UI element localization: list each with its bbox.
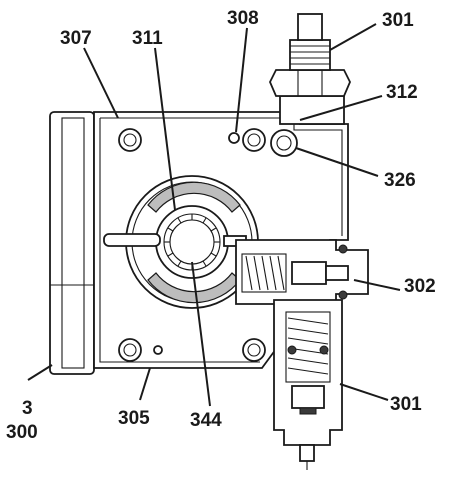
- fitting-326: [270, 129, 298, 157]
- callout-308: 308: [227, 8, 259, 29]
- bolt-hole-top-right: [242, 128, 266, 152]
- callout-300: 300: [6, 422, 38, 443]
- small-hole-308: [228, 132, 240, 144]
- callout-3: 3: [22, 398, 33, 419]
- callout-312: 312: [386, 82, 418, 103]
- callout-311: 311: [132, 28, 163, 49]
- bolt-hole-top-left: [118, 128, 142, 152]
- valve-301-bottom: [273, 299, 343, 470]
- callout-344: 344: [190, 410, 222, 431]
- relief-valve-302: [235, 239, 369, 305]
- bolt-hole-bottom-right: [242, 338, 266, 362]
- callout-307: 307: [60, 28, 92, 49]
- mounting-flange: [49, 111, 95, 375]
- callout-302: 302: [404, 276, 436, 297]
- callout-326: 326: [384, 170, 416, 191]
- valve-301-top: [269, 13, 351, 125]
- bolt-hole-bottom-left: [118, 338, 163, 362]
- shaft-bar: [103, 233, 247, 247]
- leader-lines: [27, 23, 401, 407]
- callout-301-top: 301: [382, 10, 414, 31]
- callout-301-bottom: 301: [390, 394, 422, 415]
- callout-labels: 307 311 308 301 312 326 302 301 3 300 30…: [6, 8, 436, 443]
- callout-305: 305: [118, 408, 150, 429]
